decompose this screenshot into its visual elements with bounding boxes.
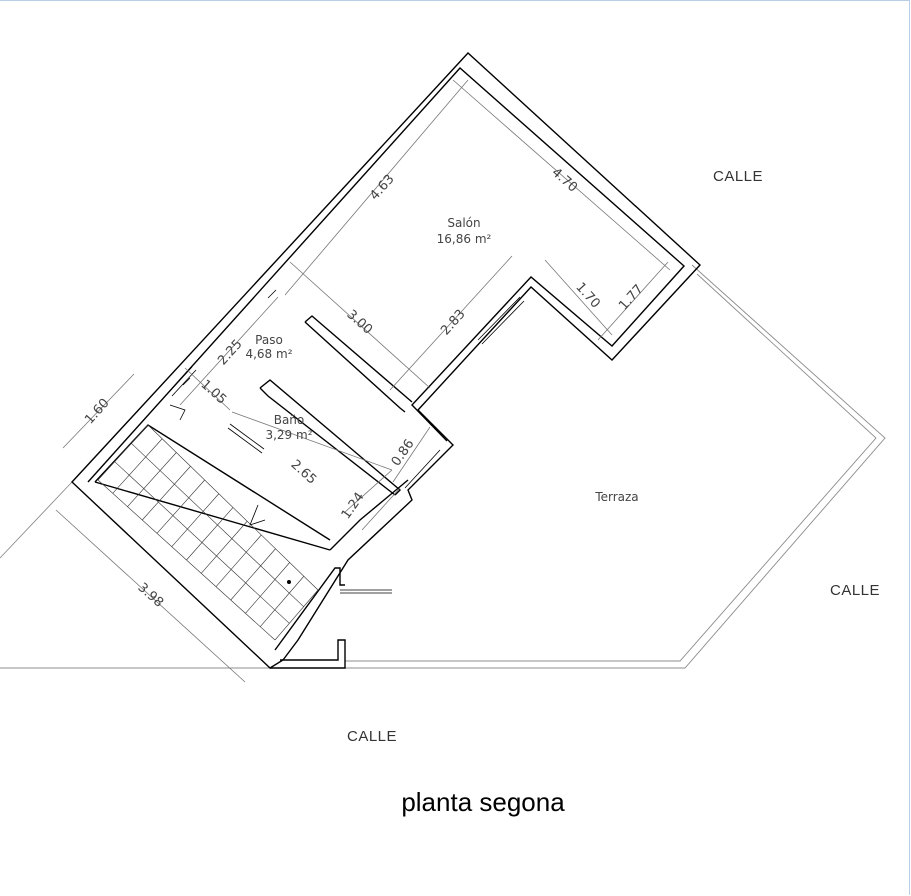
- room-area-bano: 3,29 m²: [265, 428, 312, 442]
- stair-step-line: [97, 479, 276, 641]
- dim-label: 2.83: [438, 307, 469, 339]
- dim-label: 1.05: [198, 377, 230, 408]
- dim-label: 1.77: [616, 282, 647, 314]
- stair-step-line: [114, 461, 290, 624]
- stair-step-line: [156, 479, 205, 534]
- stair-step-line: [230, 548, 276, 601]
- dim-label: 2.65: [288, 457, 320, 488]
- staircase: [97, 424, 319, 641]
- stair-step-line: [171, 493, 220, 547]
- dim-label: 3.00: [344, 307, 376, 338]
- stair-step-line: [201, 521, 248, 574]
- room-name-terraza: Terraza: [594, 490, 638, 504]
- stair-step-line: [131, 443, 304, 607]
- building-walls: [71, 52, 701, 669]
- room-name-bano: Baño: [274, 413, 305, 427]
- room-area-paso: 4,68 m²: [245, 347, 292, 361]
- stair-step-line: [97, 424, 149, 481]
- street-label-north: CALLE: [713, 168, 763, 185]
- dimension-lines: [55, 79, 671, 683]
- dim-label: 4.63: [367, 172, 398, 204]
- street-label-south: CALLE: [347, 728, 397, 745]
- stair-step-line: [260, 576, 305, 627]
- stair-step-line: [127, 452, 177, 507]
- street-label-east: CALLE: [830, 582, 880, 599]
- street-labels: CALLE CALLE CALLE: [347, 168, 880, 745]
- stair-step-line: [215, 534, 262, 587]
- room-name-paso: Paso: [255, 333, 283, 347]
- dim-label: 2.25: [215, 337, 246, 369]
- stair-step-line: [274, 589, 319, 641]
- stair-arrows: [169, 404, 291, 584]
- stair-step-line: [186, 507, 234, 561]
- site-outline: [0, 264, 886, 669]
- room-labels: Salón 16,86 m² Paso 4,68 m² Baño 3,29 m²…: [245, 216, 638, 504]
- stair-step-line: [147, 424, 319, 591]
- room-area-salon: 16,86 m²: [437, 232, 492, 246]
- stair-step-line: [245, 562, 290, 614]
- stair-step-line: [112, 438, 163, 494]
- dim-label: 0.86: [389, 437, 418, 469]
- stair-step-line: [142, 466, 191, 521]
- plan-title: planta segona: [401, 787, 565, 817]
- room-name-salon: Salón: [447, 216, 480, 230]
